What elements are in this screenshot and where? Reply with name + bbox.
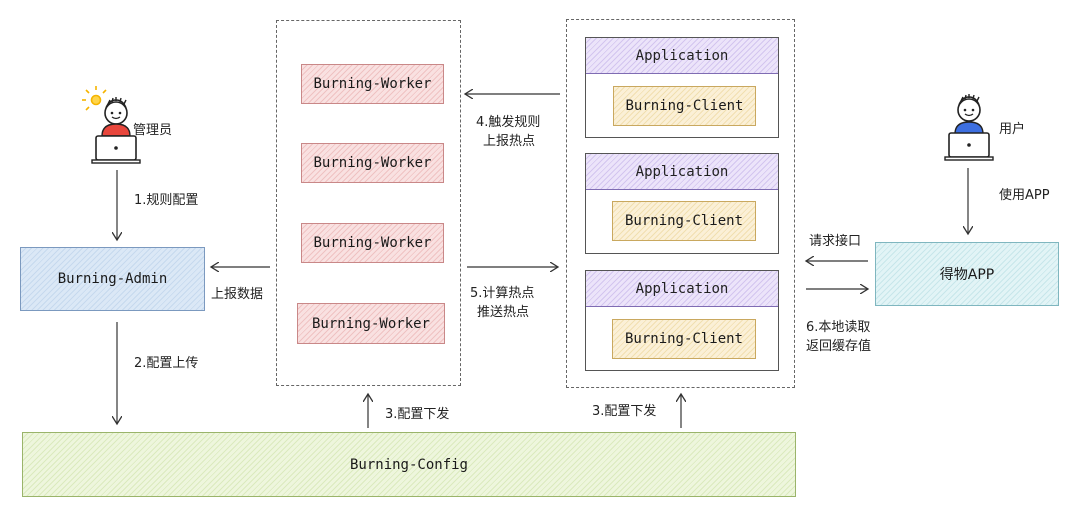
application-node: Application Burning-Client bbox=[585, 37, 779, 138]
label-use-app: 使用APP bbox=[999, 188, 1050, 203]
label-trigger-rule-2: 上报热点 bbox=[483, 134, 536, 149]
application-title: Application bbox=[586, 38, 778, 74]
burning-client-box: Burning-Client bbox=[613, 86, 756, 126]
burning-worker-box: Burning-Worker bbox=[301, 223, 444, 263]
burning-client-box: Burning-Client bbox=[612, 319, 756, 359]
label-compute-1: 5.计算热点 bbox=[470, 286, 535, 301]
label-config-dispatch-worker: 3.配置下发 bbox=[385, 407, 450, 422]
application-title: Application bbox=[586, 271, 778, 307]
label-config-upload: 2.配置上传 bbox=[134, 356, 199, 371]
user-label: 用户 bbox=[999, 122, 1026, 137]
burning-worker-box: Burning-Worker bbox=[297, 303, 445, 344]
label-compute-2: 推送热点 bbox=[477, 305, 530, 320]
application-node: Application Burning-Client bbox=[585, 153, 779, 254]
burning-worker-box: Burning-Worker bbox=[301, 143, 444, 183]
application-title: Application bbox=[586, 154, 778, 190]
label-trigger-rule-1: 4.触发规则 bbox=[476, 115, 541, 130]
application-cluster bbox=[566, 19, 795, 388]
burning-config-box: Burning-Config bbox=[22, 432, 796, 497]
label-local-read-1: 6.本地读取 bbox=[806, 320, 871, 335]
dewu-app-box: 得物APP bbox=[875, 242, 1059, 306]
burning-client-box: Burning-Client bbox=[612, 201, 756, 241]
admin-label: 管理员 bbox=[133, 123, 173, 138]
worker-cluster bbox=[276, 20, 461, 386]
application-node: Application Burning-Client bbox=[585, 270, 779, 371]
label-rule-config: 1.规则配置 bbox=[134, 193, 199, 208]
burning-admin-box: Burning-Admin bbox=[20, 247, 205, 311]
label-config-dispatch-app: 3.配置下发 bbox=[592, 404, 657, 419]
burning-worker-box: Burning-Worker bbox=[301, 64, 444, 104]
label-request-api: 请求接口 bbox=[809, 234, 862, 249]
label-report-data: 上报数据 bbox=[211, 287, 264, 302]
label-local-read-2: 返回缓存值 bbox=[806, 339, 872, 354]
